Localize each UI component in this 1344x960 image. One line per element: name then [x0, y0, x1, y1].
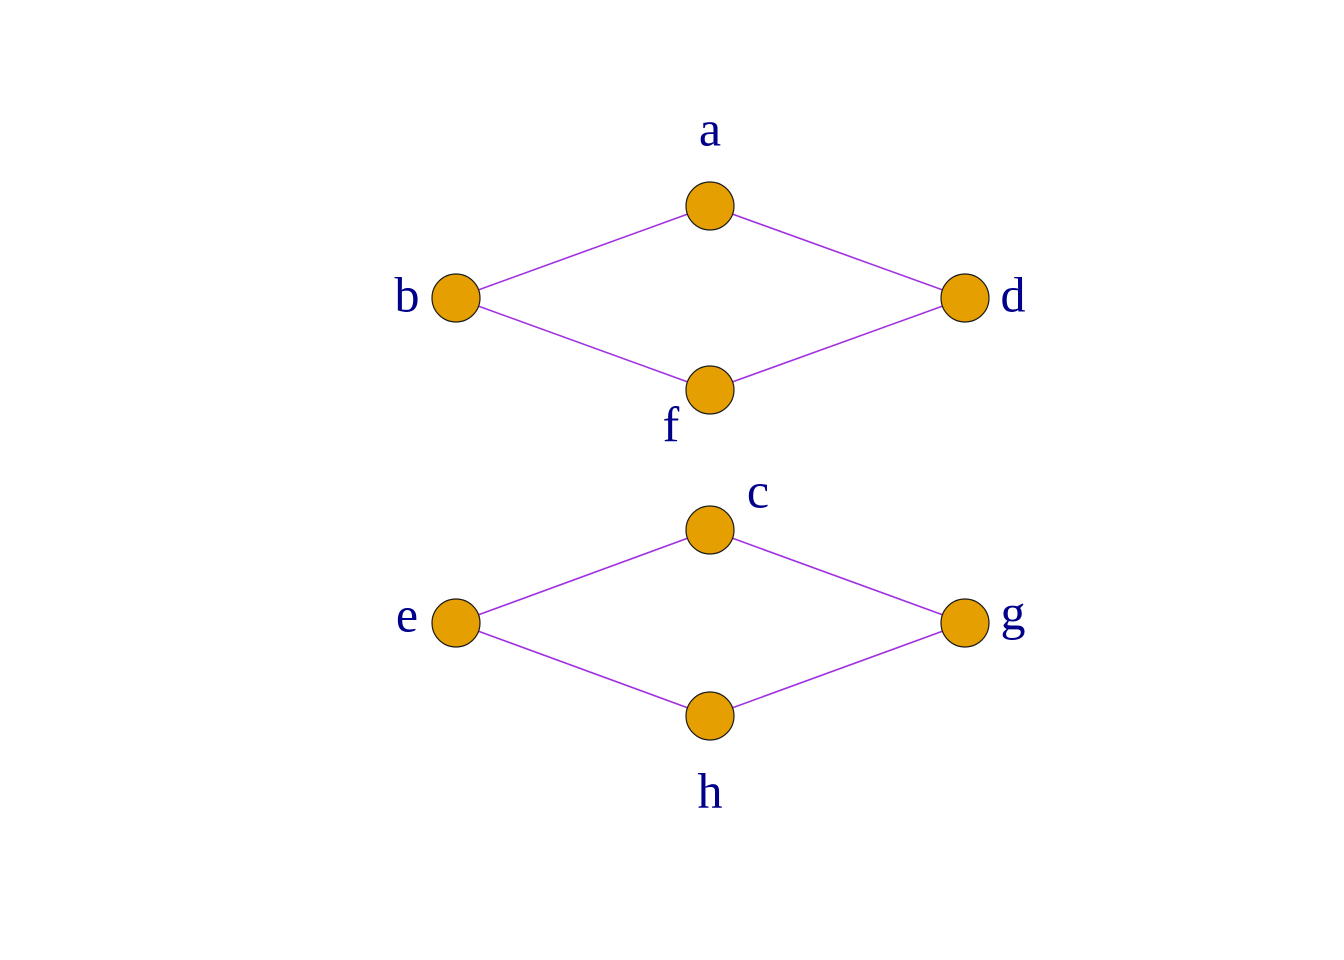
node-c [685, 505, 735, 555]
node-label-b: b [395, 266, 420, 322]
node-label-g: g [1001, 584, 1026, 640]
edge-c-g [709, 529, 966, 624]
node-label-d: d [1001, 266, 1026, 322]
node-a [685, 181, 735, 231]
edge-b-f [455, 297, 711, 391]
node-label-h: h [698, 762, 723, 818]
edge-f-d [709, 297, 966, 391]
labels-layer: a b d f c e g h [395, 100, 1026, 818]
node-label-e: e [396, 586, 418, 642]
node-g [940, 598, 990, 648]
node-label-f: f [663, 396, 680, 452]
node-label-c: c [747, 462, 769, 518]
node-label-a: a [699, 100, 721, 156]
node-f [685, 365, 735, 415]
node-d [940, 273, 990, 323]
edge-a-d [709, 205, 966, 299]
nodes-layer [431, 181, 990, 741]
edges-layer [455, 205, 966, 717]
node-e [431, 598, 481, 648]
node-b [431, 273, 481, 323]
edge-a-b [455, 205, 711, 299]
edge-e-h [455, 622, 711, 717]
edge-c-e [455, 529, 711, 624]
edge-h-g [709, 622, 966, 717]
node-h [685, 691, 735, 741]
